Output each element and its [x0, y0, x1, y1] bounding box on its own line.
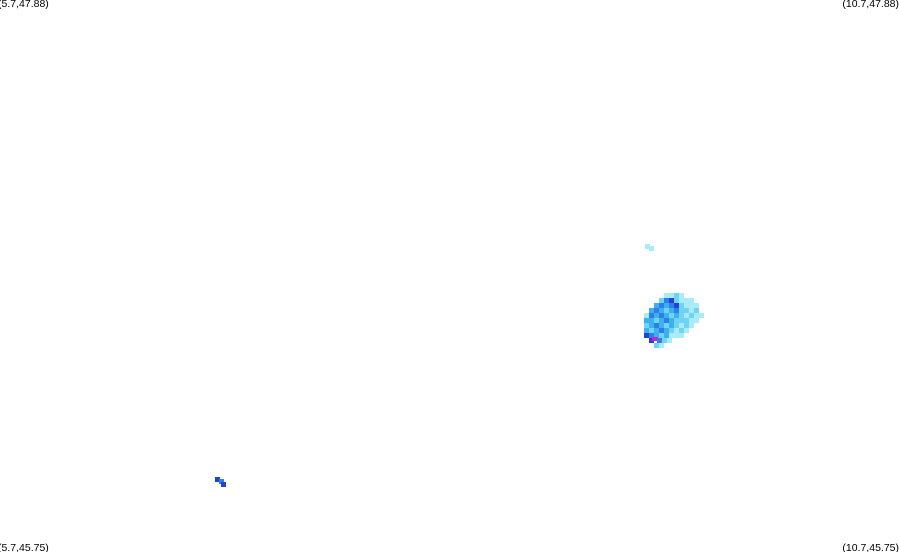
precipitation-cell — [679, 303, 684, 308]
precipitation-cell — [664, 333, 669, 338]
corner-coordinate-bottom-right: (10.7,45.75) — [842, 542, 899, 552]
precipitation-cell — [652, 337, 658, 341]
precipitation-cell — [654, 333, 659, 338]
precipitation-cell — [694, 303, 699, 308]
precipitation-cell — [689, 318, 694, 323]
precipitation-cell — [659, 318, 664, 323]
precipitation-cell — [689, 298, 694, 303]
precipitation-cell — [654, 313, 659, 318]
precipitation-cell — [679, 323, 684, 328]
precipitation-cell — [644, 328, 649, 333]
precipitation-cell — [669, 328, 674, 333]
precipitation-cell — [644, 323, 649, 328]
precipitation-cell — [654, 318, 659, 323]
precipitation-cell — [679, 313, 684, 318]
precipitation-cell — [659, 298, 664, 303]
precipitation-cell — [649, 313, 654, 318]
precipitation-cell — [664, 298, 669, 303]
precipitation-cell — [699, 313, 704, 318]
precipitation-cell — [659, 328, 664, 333]
precipitation-cell — [684, 308, 689, 313]
precipitation-cell — [689, 313, 694, 318]
precipitation-cell — [669, 308, 674, 313]
precipitation-cell — [674, 313, 679, 318]
precipitation-cell — [684, 318, 689, 323]
precipitation-cell — [669, 303, 674, 308]
precipitation-cell — [669, 298, 674, 303]
precipitation-cell — [221, 482, 226, 487]
precipitation-cell — [649, 246, 654, 251]
precipitation-cell — [674, 303, 679, 308]
precipitation-cell — [669, 318, 674, 323]
precipitation-cell — [654, 303, 659, 308]
precipitation-cell — [219, 479, 224, 484]
precipitation-cell — [684, 298, 689, 303]
precipitation-cell — [669, 333, 674, 338]
precipitation-cell — [679, 293, 684, 298]
precipitation-cell — [659, 303, 664, 308]
precipitation-cells — [215, 244, 704, 487]
precipitation-cell — [674, 333, 679, 338]
corner-coordinate-bottom-left: (5.7,45.75) — [0, 542, 49, 552]
precipitation-cell — [669, 323, 674, 328]
precipitation-cell — [649, 308, 654, 313]
precipitation-cell — [654, 308, 659, 313]
precipitation-cell — [659, 313, 664, 318]
precipitation-cell — [674, 328, 679, 333]
precipitation-cell — [684, 313, 689, 318]
precipitation-cell — [654, 343, 659, 348]
precipitation-cell — [644, 333, 649, 338]
precipitation-cell — [664, 303, 669, 308]
precipitation-cell — [669, 293, 674, 298]
precipitation-cell — [679, 298, 684, 303]
precipitation-cell — [657, 338, 662, 343]
precipitation-cell — [684, 303, 689, 308]
precipitation-cell — [662, 338, 667, 343]
precipitation-cell — [669, 313, 674, 318]
precipitation-cell — [649, 318, 654, 323]
precipitation-cell — [645, 244, 650, 249]
precipitation-cell — [674, 298, 679, 303]
precipitation-cell — [679, 333, 684, 338]
precipitation-cell — [659, 343, 664, 348]
precipitation-cell — [689, 323, 694, 328]
precipitation-cell — [664, 328, 669, 333]
precipitation-cell — [694, 308, 699, 313]
precipitation-cell — [694, 318, 699, 323]
precipitation-cell — [659, 323, 664, 328]
precipitation-cell — [664, 323, 669, 328]
precipitation-cell — [689, 303, 694, 308]
precipitation-cell — [684, 323, 689, 328]
precipitation-cell — [664, 313, 669, 318]
precipitation-cell — [679, 328, 684, 333]
precipitation-cell — [679, 318, 684, 323]
precipitation-cell — [674, 293, 679, 298]
precipitation-cell — [684, 328, 689, 333]
corner-coordinate-top-left: (5.7,47.88) — [0, 0, 49, 10]
precipitation-cell — [649, 338, 654, 343]
precipitation-cell — [649, 323, 654, 328]
corner-coordinate-top-right: (10.7,47.88) — [842, 0, 899, 10]
precipitation-cell — [664, 293, 669, 298]
precipitation-cell — [694, 313, 699, 318]
precipitation-cell — [674, 323, 679, 328]
precipitation-cell — [644, 318, 649, 323]
precipitation-cell — [664, 308, 669, 313]
precipitation-cell — [215, 477, 220, 482]
precipitation-cell — [649, 328, 654, 333]
precipitation-cell — [649, 333, 654, 338]
precipitation-cell — [654, 328, 659, 333]
precipitation-cell — [667, 338, 672, 343]
precipitation-cell — [674, 308, 679, 313]
precipitation-cell — [659, 333, 664, 338]
precipitation-cell — [679, 308, 684, 313]
precipitation-cell — [689, 308, 694, 313]
precipitation-cell — [644, 313, 649, 318]
precipitation-cell — [654, 323, 659, 328]
precipitation-cell — [674, 318, 679, 323]
precipitation-cell — [664, 318, 669, 323]
precipitation-cell — [659, 308, 664, 313]
